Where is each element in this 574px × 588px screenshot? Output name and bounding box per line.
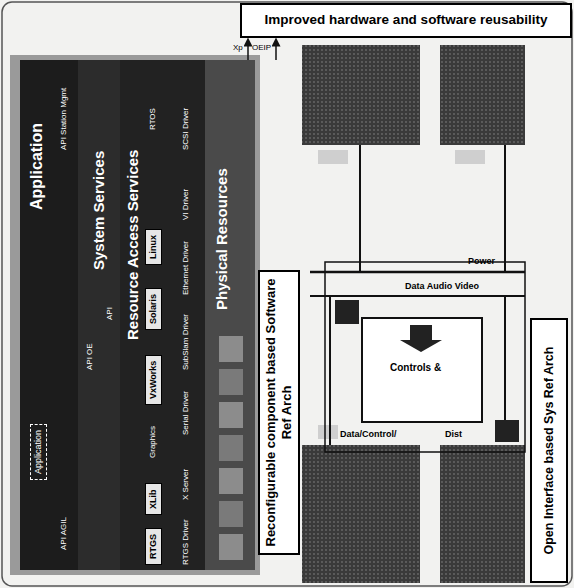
text-label: API Station Mgmt bbox=[60, 88, 69, 150]
node-text: Physical Resources bbox=[213, 168, 230, 310]
text-label: API bbox=[106, 307, 115, 320]
node-text: System Services bbox=[90, 151, 107, 270]
text-label: RTGS Driver bbox=[182, 519, 191, 565]
node-text: XLib bbox=[148, 490, 158, 510]
layer-band: ApplicationApplication bbox=[20, 60, 78, 570]
title-box: Improved hardware and software reusabili… bbox=[240, 3, 572, 38]
node-text: Improved hardware and software reusabili… bbox=[265, 12, 548, 28]
os-box: XLib bbox=[145, 484, 162, 516]
text-label: X Server bbox=[182, 469, 191, 500]
text-label: Data/Control/ bbox=[340, 430, 397, 440]
node-text: Application bbox=[28, 123, 46, 210]
text-label: API AGIL bbox=[60, 517, 69, 550]
node-text: VxWorks bbox=[148, 361, 158, 399]
text-label: Controls & bbox=[390, 362, 441, 373]
text-label: Dist bbox=[445, 430, 462, 440]
text-label: VI Driver bbox=[182, 189, 191, 220]
dashed-app-box: Application bbox=[30, 424, 47, 480]
software-arch-box: Reconfigurable component based Software … bbox=[258, 270, 300, 555]
node-text: Solaris bbox=[148, 294, 158, 324]
layer-band: Resource Access ServicesRTGSXLibVxWorksS… bbox=[120, 60, 205, 570]
node-text: RTGS bbox=[148, 534, 158, 559]
system-arch-box: Open Interface based Sys Ref Arch bbox=[530, 318, 568, 583]
text-label: Serial Driver bbox=[182, 391, 191, 435]
layer-band: Physical Resources bbox=[205, 60, 255, 570]
os-box: RTGS bbox=[145, 528, 162, 565]
node-text: Linux bbox=[148, 235, 158, 259]
text-label: SCSI Driver bbox=[182, 108, 191, 150]
text-label: Ethernet Driver bbox=[182, 241, 191, 295]
text-label: Xp bbox=[233, 44, 243, 53]
text-label: Graphics bbox=[149, 426, 158, 458]
resource-blocks bbox=[205, 60, 255, 570]
node-text: Reconfigurable component based Software … bbox=[263, 278, 294, 547]
os-box: Solaris bbox=[145, 288, 162, 330]
text-label: RTOS bbox=[149, 108, 158, 130]
text-label: Data Audio Video bbox=[405, 282, 479, 292]
node-text: Resource Access Services bbox=[124, 150, 141, 340]
node-text: Open Interface based Sys Ref Arch bbox=[542, 347, 557, 555]
os-box: Linux bbox=[145, 229, 162, 265]
os-box: VxWorks bbox=[145, 355, 162, 405]
text-label: Power bbox=[468, 257, 495, 267]
node-text: Application bbox=[33, 430, 43, 474]
text-label: API OE bbox=[86, 343, 95, 370]
text-label: OEIP bbox=[252, 44, 271, 53]
text-label: SubSlam Driver bbox=[182, 314, 191, 370]
software-stack-panel: ApplicationApplicationSystem ServicesRes… bbox=[20, 60, 255, 570]
